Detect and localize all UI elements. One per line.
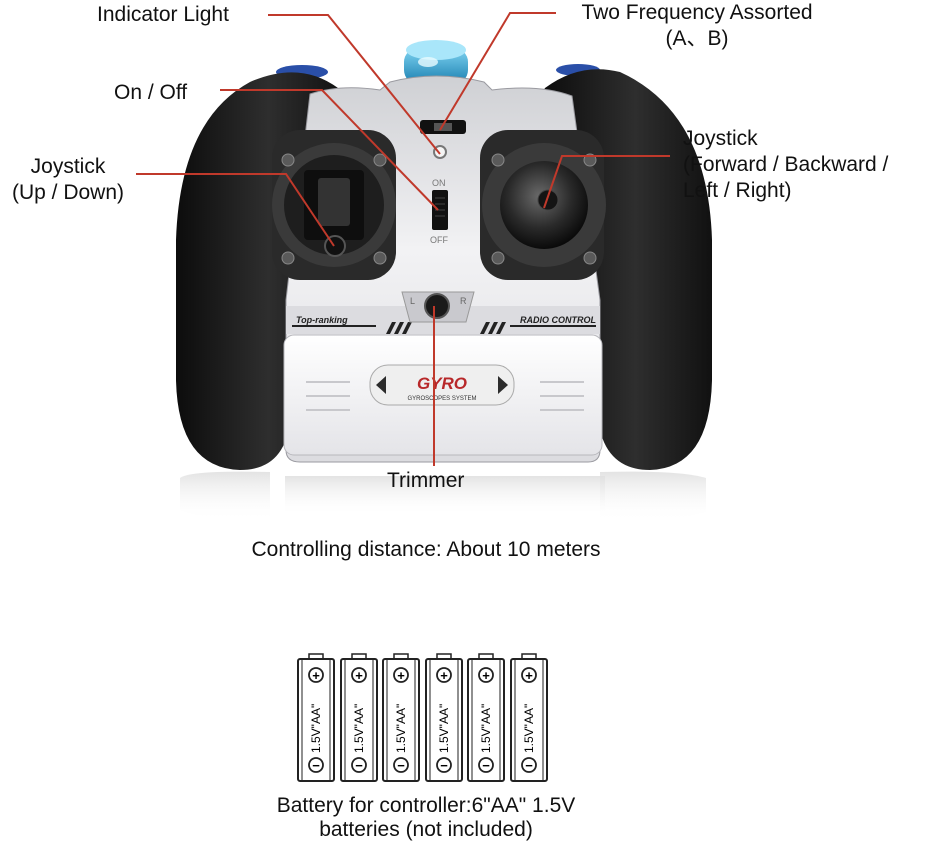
battery-label: 1.5V"AA" — [394, 704, 408, 753]
label-joystick-left-line2: (Up / Down) — [11, 181, 125, 204]
panel-left-text: Top-ranking — [296, 315, 348, 325]
left-grip — [176, 72, 344, 470]
callout-indicator-light — [268, 14, 441, 155]
battery-label: 1.5V"AA" — [522, 704, 536, 753]
callout-two-frequency — [439, 12, 556, 131]
battery-plus-sign: + — [525, 668, 533, 683]
battery-3: + − 1.5V"AA" — [382, 653, 420, 782]
label-joystick-right-line3: Left / Right) — [683, 179, 792, 202]
switch-off-label: OFF — [430, 235, 448, 245]
battery-plus-sign: + — [312, 668, 320, 683]
label-joystick-left-line1: Joystick — [30, 155, 106, 178]
battery-row: + − 1.5V"AA" + − 1.5V"AA" + − 1.5V"AA" + − 1.5V"AA"… — [296, 653, 552, 783]
battery-label: 1.5V"AA" — [437, 704, 451, 753]
label-joystick-right-line1: Joystick — [683, 127, 758, 150]
label-joystick-left: Joystick (Up / Down) — [0, 154, 136, 206]
battery-caption-line2: batteries (not included) — [319, 818, 533, 841]
label-two-frequency: Two Frequency Assorted (A、B) — [562, 0, 832, 52]
gyro-title: GYRO — [417, 374, 467, 393]
label-on-off: On / Off — [114, 81, 188, 104]
battery-4: + − 1.5V"AA" — [424, 653, 463, 782]
battery-label: 1.5V"AA" — [479, 704, 493, 753]
battery-label: 1.5V"AA" — [352, 704, 366, 753]
label-joystick-right: Joystick (Forward / Backward / Left / Ri… — [683, 126, 888, 204]
switch-on-label: ON — [432, 178, 446, 188]
label-two-frequency-line1: Two Frequency Assorted — [581, 1, 813, 24]
controlling-distance: Controlling distance: About 10 meters — [251, 538, 601, 561]
gyro-subtitle: GYROSCOPES SYSTEM — [407, 396, 476, 402]
battery-label: 1.5V"AA" — [309, 704, 323, 753]
trim-right-label: R — [460, 296, 467, 306]
battery-plus-sign: + — [482, 668, 490, 683]
label-indicator-light: Indicator Light — [97, 3, 229, 26]
callout-joystick-left — [136, 173, 335, 247]
arrow-marks — [386, 322, 506, 334]
trim-left-label: L — [410, 296, 415, 306]
reflection — [180, 471, 706, 522]
label-joystick-right-line2: (Forward / Backward / — [683, 153, 889, 176]
battery-caption-line1: Battery for controller:6"AA" 1.5V — [276, 794, 576, 817]
trimmer-knob — [424, 293, 450, 319]
callout-joystick-right — [543, 155, 670, 209]
battery-1: + − 1.5V"AA" — [297, 653, 335, 782]
battery-minus-sign: − — [440, 758, 448, 773]
callout-on-off — [220, 89, 439, 211]
label-trimmer: Trimmer — [387, 469, 465, 492]
antenna-light — [404, 40, 468, 84]
battery-plus-sign: + — [397, 668, 405, 683]
left-joystick — [272, 130, 396, 280]
panel-right-text: RADIO CONTROL — [520, 315, 596, 325]
battery-minus-sign: − — [355, 758, 363, 773]
battery-minus-sign: − — [312, 758, 320, 773]
battery-minus-sign: − — [525, 758, 533, 773]
battery-plus-sign: + — [355, 668, 363, 683]
battery-6: + − 1.5V"AA" — [509, 653, 548, 782]
battery-minus-sign: − — [397, 758, 405, 773]
battery-minus-sign: − — [482, 758, 490, 773]
label-two-frequency-line2: (A、B) — [665, 27, 729, 50]
battery-2: + − 1.5V"AA" — [339, 653, 378, 782]
battery-plus-sign: + — [440, 668, 448, 683]
right-grip — [542, 69, 712, 470]
gyro-badge: GYRO GYROSCOPES SYSTEM — [369, 364, 515, 406]
battery-caption: Battery for controller:6"AA" 1.5V batter… — [186, 794, 666, 842]
battery-5: + − 1.5V"AA" — [467, 653, 505, 782]
grille-lines — [306, 381, 584, 411]
